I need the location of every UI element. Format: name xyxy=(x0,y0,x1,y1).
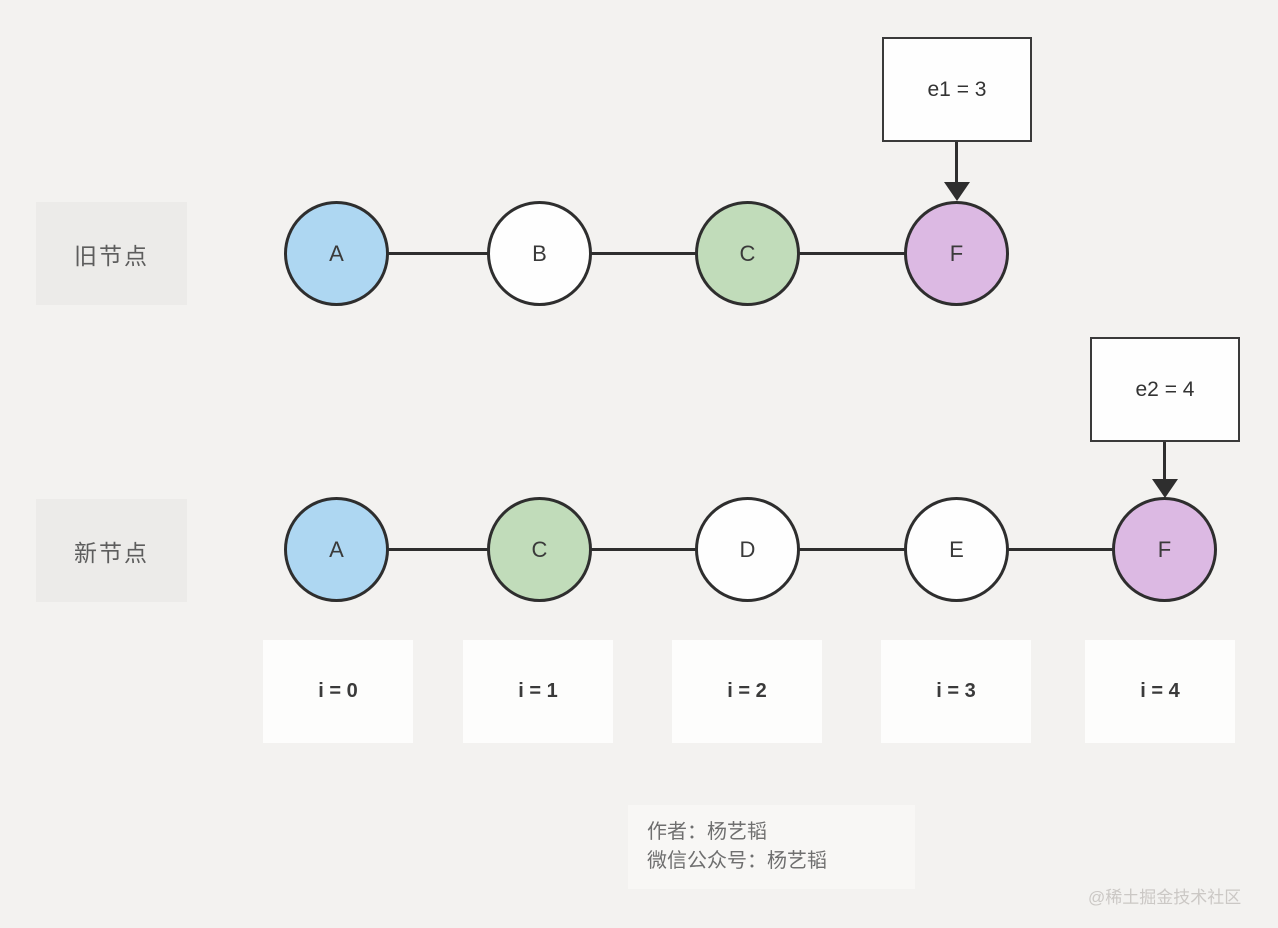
credits-box: 作者：杨艺韬 微信公众号：杨艺韬 xyxy=(628,805,915,889)
new-node-d-label: D xyxy=(739,536,756,562)
e2-arrow-stem xyxy=(1163,442,1166,480)
old-node-b: B xyxy=(487,201,592,306)
old-row-connector-line xyxy=(337,252,957,255)
new-row-label-text: 新节点 xyxy=(74,539,149,566)
e2-arrow-head-icon xyxy=(1152,479,1178,498)
new-row-label: 新节点 xyxy=(36,499,187,602)
pointer-box-e2: e2 = 4 xyxy=(1090,337,1240,442)
old-node-f: F xyxy=(904,201,1009,306)
old-node-a: A xyxy=(284,201,389,306)
watermark-text: @稀土掘金技术社区 xyxy=(1088,888,1242,907)
new-node-e: E xyxy=(904,497,1009,602)
new-node-c: C xyxy=(487,497,592,602)
old-node-c: C xyxy=(695,201,800,306)
index-box-0: i = 0 xyxy=(263,640,413,743)
index-label-2: i = 2 xyxy=(727,680,767,702)
old-node-c-label: C xyxy=(739,240,756,266)
new-node-a: A xyxy=(284,497,389,602)
e1-arrow-head-icon xyxy=(944,182,970,201)
old-node-a-label: A xyxy=(329,240,344,266)
new-node-a-label: A xyxy=(329,536,344,562)
new-node-e-label: E xyxy=(949,536,964,562)
credits-author-line: 作者：杨艺韬 xyxy=(647,821,767,843)
index-box-1: i = 1 xyxy=(463,640,613,743)
index-box-4: i = 4 xyxy=(1085,640,1235,743)
index-label-4: i = 4 xyxy=(1140,680,1180,702)
index-label-1: i = 1 xyxy=(518,680,558,702)
credits-wechat-line: 微信公众号：杨艺韬 xyxy=(647,850,827,872)
new-node-d: D xyxy=(695,497,800,602)
index-box-2: i = 2 xyxy=(672,640,822,743)
old-row-label-text: 旧节点 xyxy=(74,242,149,269)
new-node-f-label: F xyxy=(1157,536,1172,562)
pointer-e2-label: e2 = 4 xyxy=(1135,377,1195,401)
index-box-3: i = 3 xyxy=(881,640,1031,743)
old-node-f-label: F xyxy=(949,240,964,266)
new-node-f: F xyxy=(1112,497,1217,602)
index-label-3: i = 3 xyxy=(936,680,976,702)
e1-arrow-stem xyxy=(955,142,958,183)
old-row-label: 旧节点 xyxy=(36,202,187,305)
pointer-e1-label: e1 = 3 xyxy=(927,77,987,101)
new-node-c-label: C xyxy=(531,536,548,562)
pointer-box-e1: e1 = 3 xyxy=(882,37,1032,142)
old-node-b-label: B xyxy=(532,240,547,266)
index-label-0: i = 0 xyxy=(318,680,358,702)
